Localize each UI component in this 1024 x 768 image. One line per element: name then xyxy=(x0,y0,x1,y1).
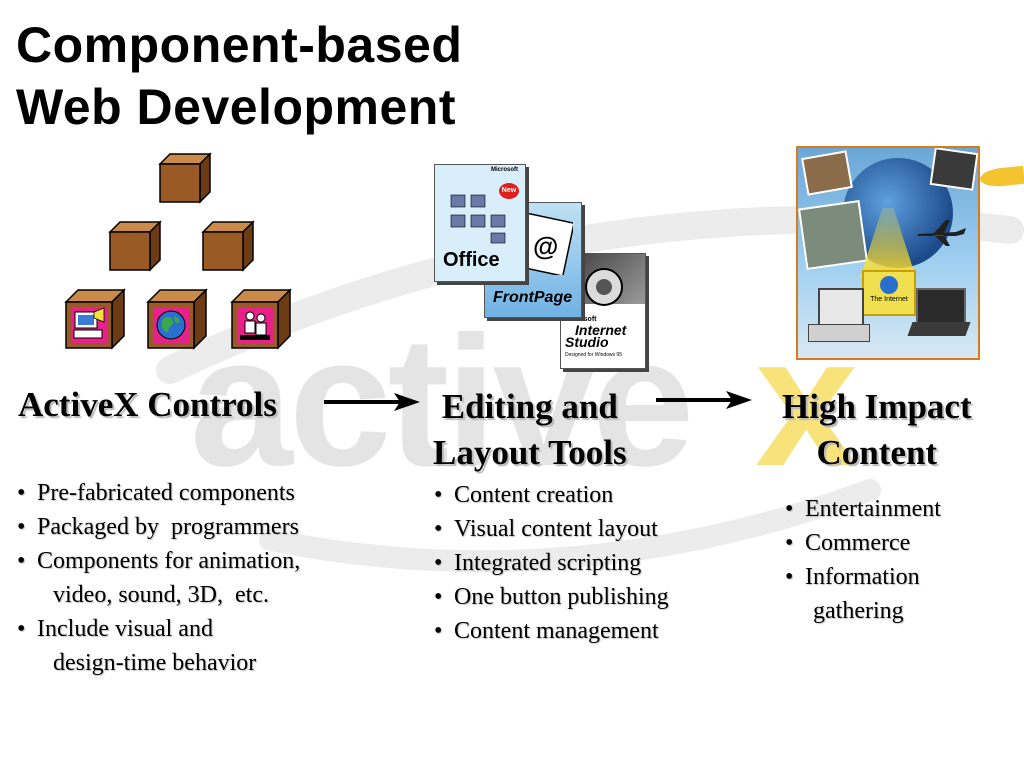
photo-tile xyxy=(801,150,853,196)
wooden-box-icon xyxy=(158,152,212,204)
title-line-2: Web Development xyxy=(16,79,456,135)
internet-badge-label: The Internet xyxy=(870,296,908,303)
right-arrow-icon xyxy=(656,391,752,409)
list-item: Commerce xyxy=(785,526,941,560)
wooden-box-icon xyxy=(146,288,208,350)
globe-icon xyxy=(153,307,189,343)
list-item: Components for animation,video, sound, 3… xyxy=(17,544,300,612)
components-illustration xyxy=(60,150,300,355)
studio-brand: Microsoft xyxy=(565,316,597,323)
studio-name-line-2: Studio xyxy=(565,334,609,350)
heading-high-impact-content: High Impact Content xyxy=(782,387,972,472)
wooden-box-icon xyxy=(201,220,255,272)
list-item: Content creation xyxy=(434,478,669,512)
list-item: Pre-fabricated components xyxy=(17,476,300,510)
software-packages-illustration: Microsoft Internet Studio Designed for W… xyxy=(430,160,650,375)
editing-tools-bullet-list: Content creation Visual content layout I… xyxy=(434,478,669,648)
studio-name-line-1: Internet xyxy=(575,322,627,338)
wooden-box-icon xyxy=(108,220,162,272)
content-montage-image: The Internet xyxy=(796,146,980,360)
list-item: Packaged by programmers xyxy=(17,510,300,544)
heading-activex-controls: ActiveX Controls xyxy=(18,385,277,424)
list-item: Visual content layout xyxy=(434,512,669,546)
studio-sub: Designed for Windows 95 xyxy=(565,352,622,358)
list-item: Integrated scripting xyxy=(434,546,669,580)
office-app-icons xyxy=(450,194,506,244)
internet-badge: The Internet xyxy=(862,270,916,316)
activex-bullet-list: Pre-fabricated components Packaged by pr… xyxy=(17,476,300,680)
list-item: Content management xyxy=(434,614,669,648)
studio-camera-icon xyxy=(585,268,623,306)
list-item: Entertainment xyxy=(785,492,941,526)
photo-tile xyxy=(798,199,869,271)
laptop-keyboard xyxy=(907,322,971,336)
title-line-1: Component-based xyxy=(16,17,463,73)
list-item: One button publishing xyxy=(434,580,669,614)
wooden-box-icon xyxy=(230,288,292,350)
office-new-badge: New xyxy=(499,183,519,199)
heading-editing-layout-tools: Editing and Layout Tools xyxy=(433,387,627,472)
office-name: Office xyxy=(443,249,500,271)
office-brand: Microsoft xyxy=(491,167,518,173)
right-arrow-icon xyxy=(324,393,420,411)
laptop-screen xyxy=(916,288,966,324)
svg-text:@: @ xyxy=(533,231,558,261)
wooden-box-icon xyxy=(64,288,126,350)
slide-title: Component-based Web Development xyxy=(16,14,462,138)
computer-icon xyxy=(71,307,107,343)
computer-base xyxy=(808,324,870,342)
people-icon xyxy=(237,307,273,343)
frontpage-name: FrontPage xyxy=(493,289,573,306)
office-box: Microsoft New Office xyxy=(434,164,526,282)
photo-tile xyxy=(929,148,978,191)
globe-icon xyxy=(880,276,898,294)
airplane-icon xyxy=(918,220,966,246)
high-impact-bullet-list: Entertainment Commerce Informationgather… xyxy=(785,492,941,628)
computer-monitor xyxy=(818,288,864,326)
